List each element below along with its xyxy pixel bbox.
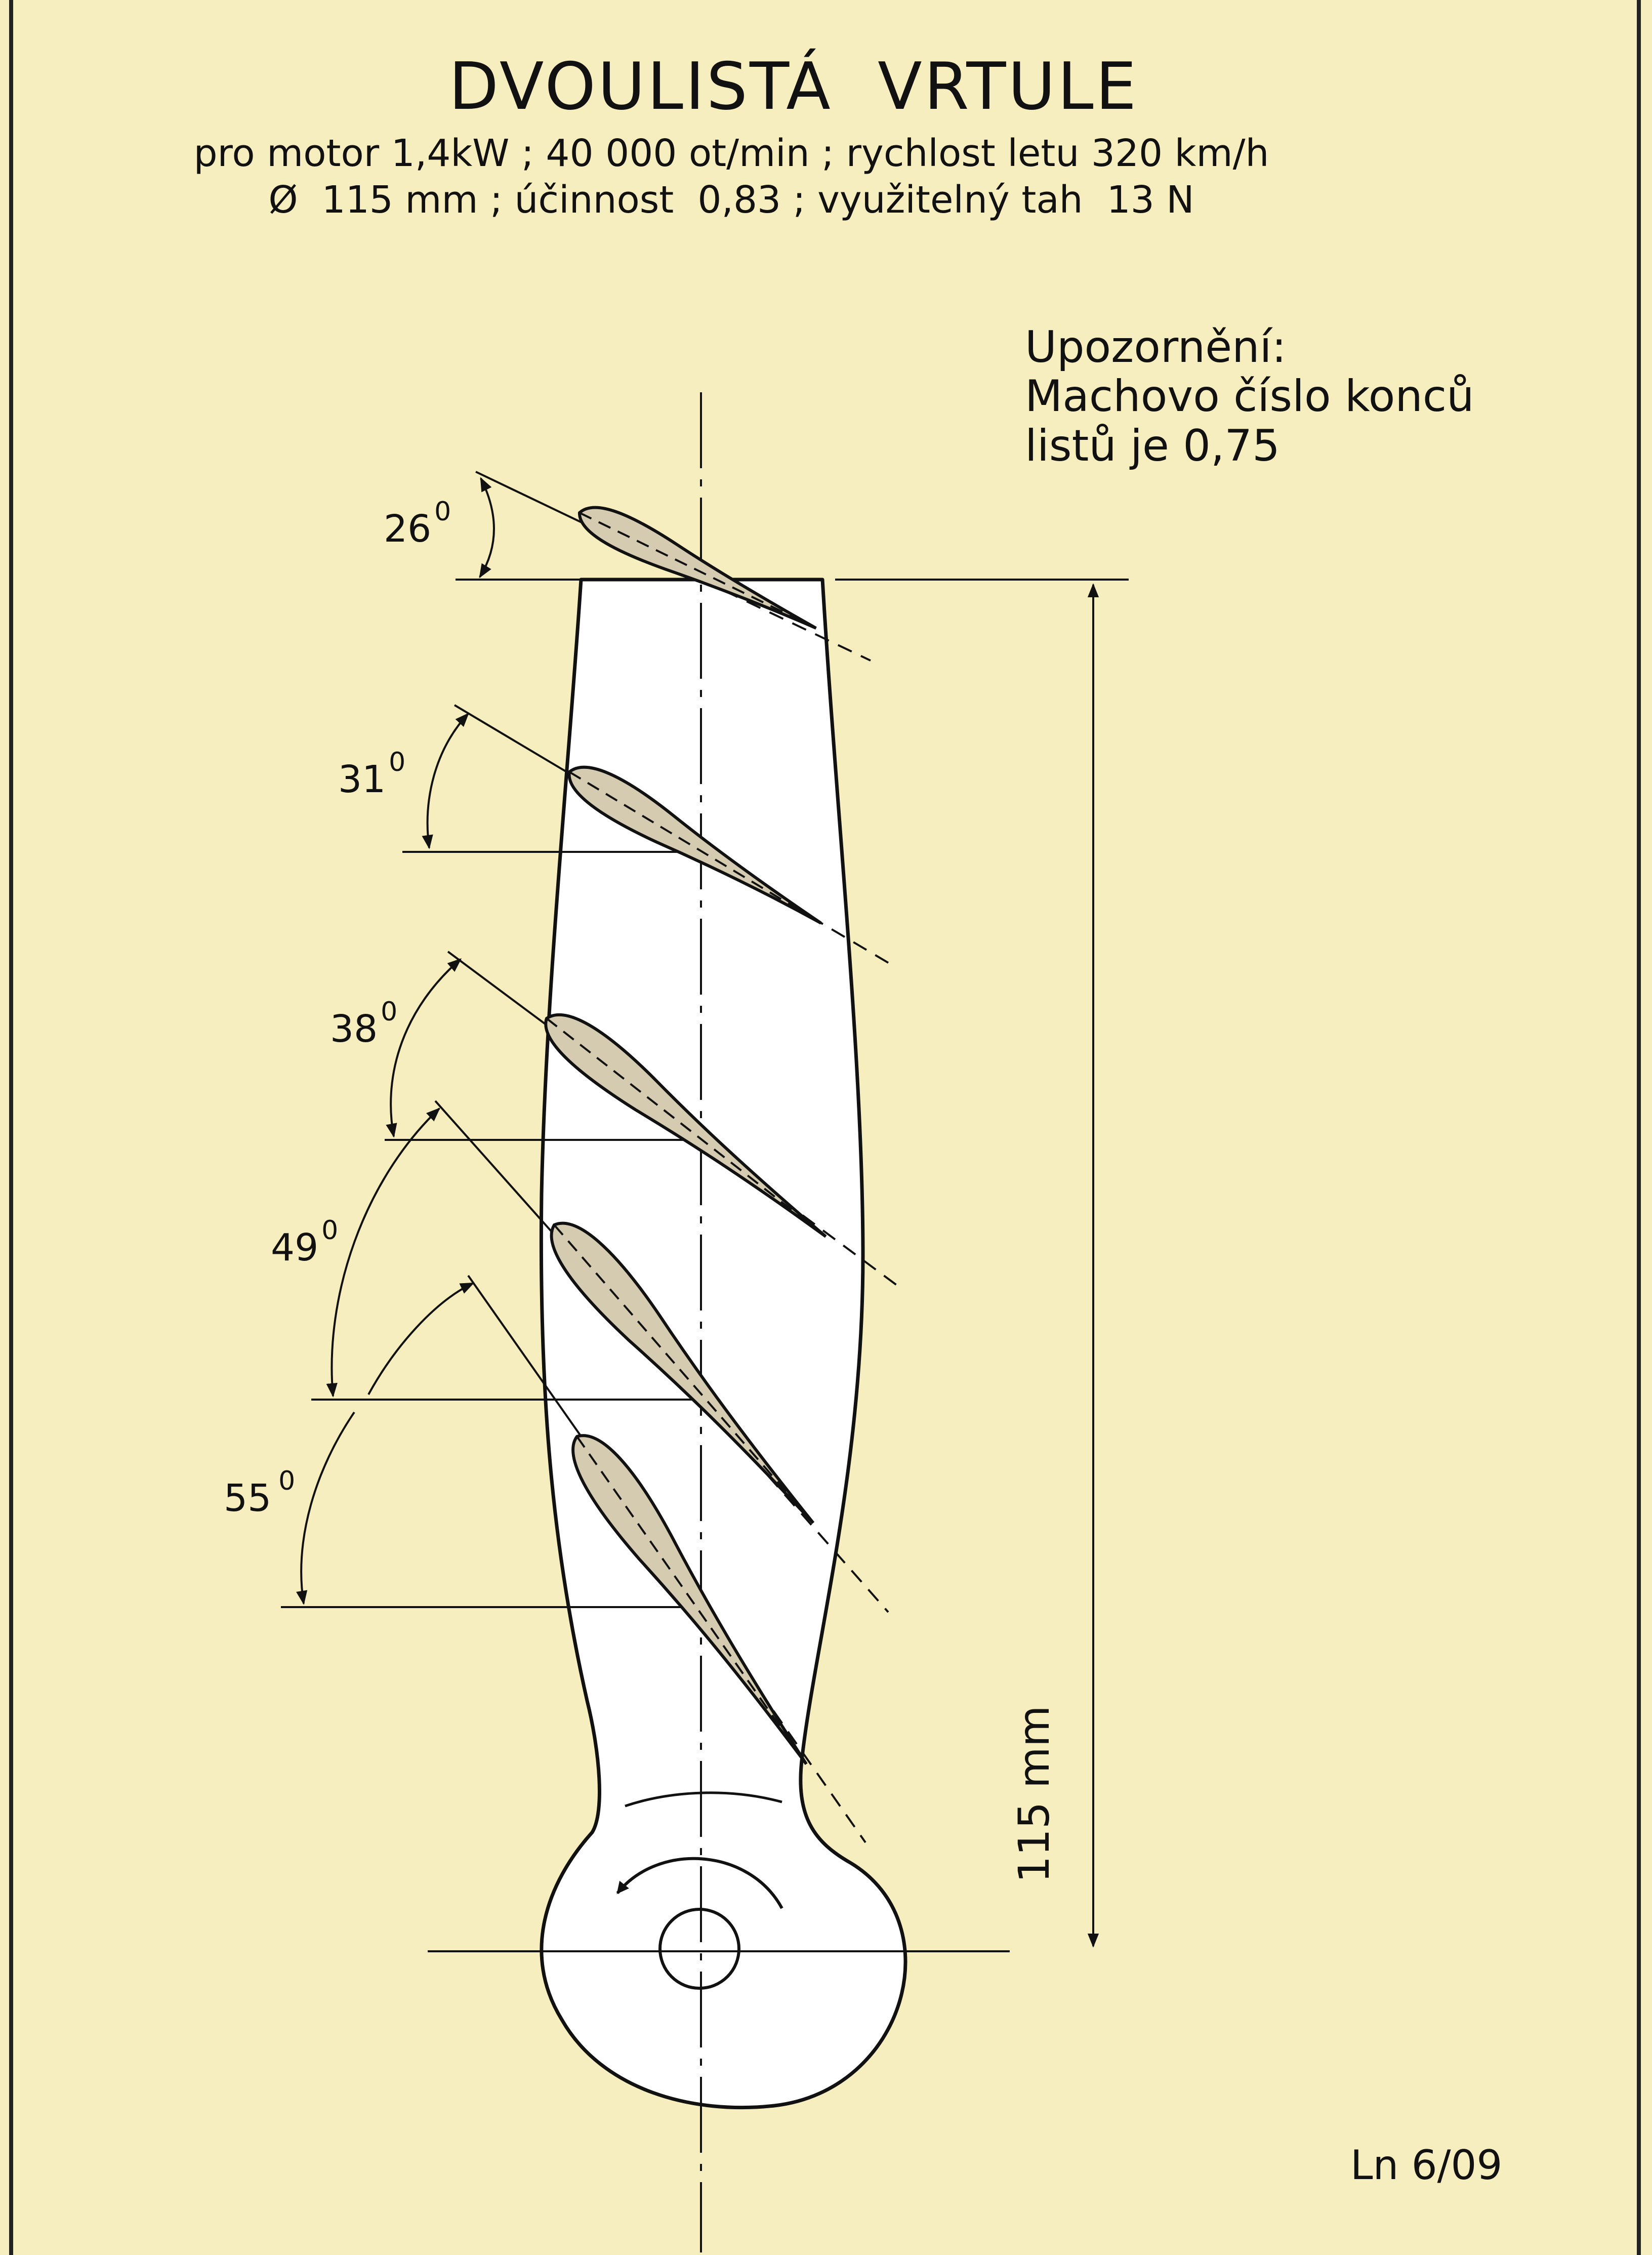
- drawing-reference: Ln 6/09: [1350, 2142, 1502, 2189]
- hub-hole: [658, 1908, 740, 1990]
- airfoil-section-5: [571, 1434, 808, 1765]
- angle-arc-5a: [367, 1282, 475, 1395]
- spec-line-2: Ø 115 mm ; účinnost 0,83 ; využitelný ta…: [268, 178, 1194, 222]
- airfoil-section-3: [544, 1013, 827, 1238]
- angle-arcs: [296, 477, 495, 1605]
- blade-outline: [539, 578, 907, 2110]
- spec-line-1: pro motor 1,4kW ; 40 000 ot/min ; rychlo…: [194, 132, 1269, 175]
- note-line-3: listů je 0,75: [1025, 421, 1280, 471]
- note-line-2: Machovo číslo konců: [1025, 371, 1474, 422]
- airfoil-section-1: [577, 506, 817, 630]
- drawing-title: DVOULISTÁ VRTULE: [449, 49, 1139, 125]
- note-heading: Upozornění:: [1025, 322, 1287, 373]
- angle-arc-2: [422, 712, 469, 849]
- airfoil-section-2: [567, 765, 822, 925]
- rotation-arc-outer: [625, 1791, 782, 1808]
- dimension-label: 115 mm: [1009, 1705, 1059, 1883]
- angle-arc-1: [479, 477, 495, 579]
- angle-arc-4: [326, 1108, 441, 1398]
- airfoil-sections: [544, 506, 827, 1765]
- angle-arc-5b: [296, 1411, 355, 1605]
- rotation-direction-arrow: [616, 1857, 783, 1909]
- airfoil-section-4: [550, 1221, 815, 1524]
